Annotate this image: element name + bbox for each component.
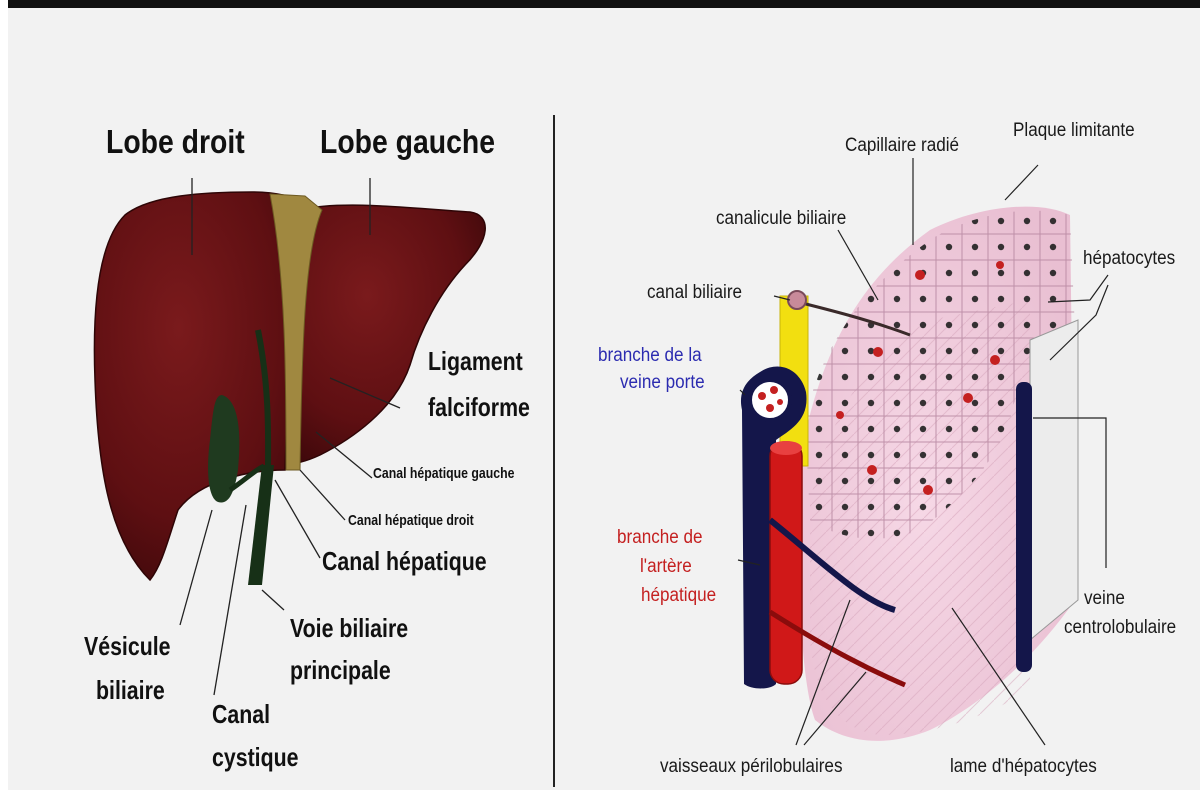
label-centrolobulaire: centrolobulaire: [1064, 617, 1176, 639]
label-vesicule: Vésicule: [84, 632, 171, 662]
label-canal-hepatique-droit: Canal hépatique droit: [348, 512, 474, 529]
label-ligament: Ligament: [428, 347, 523, 377]
peripheral-tissue: [1030, 320, 1078, 640]
label-veine: veine: [1084, 588, 1125, 610]
bile-duct-lumen: [788, 291, 806, 309]
label-canal-hepatique: Canal hépatique: [322, 547, 487, 577]
label-canal-hepatique-gauche: Canal hépatique gauche: [373, 465, 514, 482]
label-falciforme: falciforme: [428, 393, 530, 423]
label-cystique: cystique: [212, 743, 299, 773]
hepatic-artery-branch: [770, 442, 802, 684]
label-branche-veine: branche de la: [598, 345, 702, 367]
portal-vein-lumen: [750, 380, 790, 420]
label-canalicule-biliaire: canalicule biliaire: [716, 208, 846, 230]
label-lobe-droit: Lobe droit: [106, 123, 245, 161]
label-branche-artere: branche de: [617, 527, 703, 549]
right-lobe: [94, 192, 305, 580]
label-lobe-gauche: Lobe gauche: [320, 123, 495, 161]
label-capillaire-radie: Capillaire radié: [845, 135, 959, 157]
label-principale: principale: [290, 656, 391, 686]
lobule-illustration: [741, 207, 1078, 741]
label-canal-biliaire: canal biliaire: [647, 282, 742, 304]
label-biliaire: biliaire: [96, 676, 165, 706]
label-artere: l'artère: [640, 556, 692, 578]
label-vaisseaux-perilobulaires: vaisseaux périlobulaires: [660, 756, 843, 778]
label-plaque-limitante: Plaque limitante: [1013, 120, 1135, 142]
label-voie-biliaire: Voie biliaire: [290, 614, 408, 644]
label-lame-hepatocytes: lame d'hépatocytes: [950, 756, 1097, 778]
label-hepatique: hépatique: [641, 585, 716, 607]
central-vein: [1016, 382, 1032, 672]
label-hepatocytes: hépatocytes: [1083, 248, 1175, 270]
label-canal: Canal: [212, 700, 270, 730]
hepatic-artery-top: [770, 441, 802, 455]
common-bile-duct: [248, 465, 274, 585]
left-lobe: [288, 205, 485, 463]
label-veine-porte: veine porte: [620, 372, 705, 394]
